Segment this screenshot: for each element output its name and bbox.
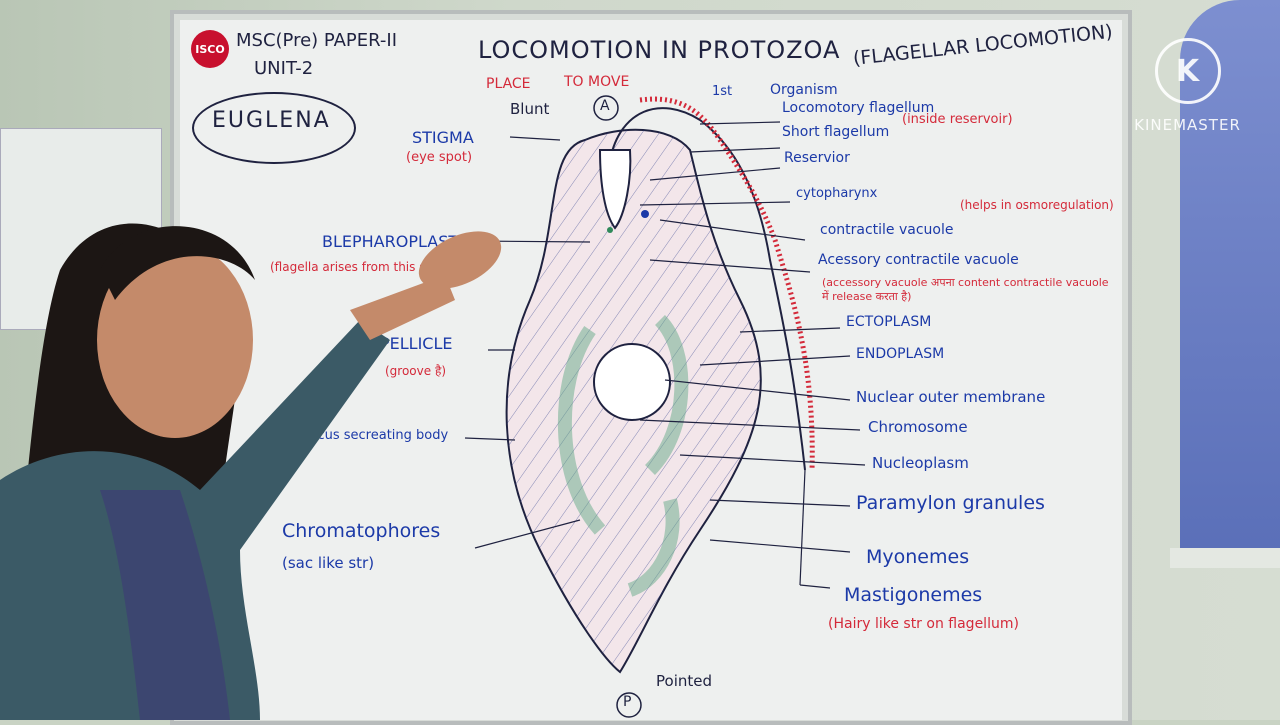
label-mastigonemes-note: (Hairy like str on flagellum) <box>828 616 1019 632</box>
label-endoplasm: ENDOPLASM <box>856 346 945 362</box>
note-place: PLACE <box>486 76 531 92</box>
paramylon-body <box>557 325 606 535</box>
unit-label: UNIT-2 <box>254 58 314 79</box>
label-locomotory-flagellum: Locomotory flagellum <box>782 100 935 116</box>
anterior-label: A <box>600 98 610 114</box>
reservoir <box>598 149 632 230</box>
label-nucleoplasm: Nucleoplasm <box>872 454 969 472</box>
topic-label: EUGLENA <box>212 108 331 133</box>
page-title: LOCOMOTION IN PROTOZOA <box>478 36 841 64</box>
label-cytopharynx: cytopharynx <box>796 186 878 201</box>
kinemaster-watermark: K KINEMASTER <box>1130 38 1245 134</box>
label-chromatophores-note: (sac like str) <box>282 554 375 572</box>
label-paramylon: Paramylon granules <box>856 492 1045 514</box>
label-myonemes: Myonemes <box>866 546 970 568</box>
isco-logo: ISCO <box>191 30 229 68</box>
label-pellicle-note: (groove है) <box>385 364 447 378</box>
label-reservoir: Reservior <box>784 150 850 166</box>
blunt-label: Blunt <box>510 100 550 118</box>
pointer-lines <box>464 121 866 589</box>
label-short-flagellum-note: (inside reservoir) <box>902 112 1013 127</box>
label-mucus-body: Mucus secreating body <box>298 428 449 443</box>
label-accessory-vacuole: Acessory contractile vacuole <box>818 252 1019 268</box>
anterior-marker <box>593 95 619 121</box>
label-stigma: STIGMA <box>412 128 474 147</box>
kinemaster-icon: K <box>1154 38 1221 104</box>
nucleus <box>593 343 671 421</box>
presenter <box>0 223 502 720</box>
topic-oval <box>192 92 356 164</box>
label-blepharoplast: BLEPHAROPLAST <box>322 232 459 251</box>
note-move: TO MOVE <box>564 74 630 90</box>
window-sill <box>1170 548 1280 568</box>
label-contractile-vacuole: contractile vacuole <box>820 222 954 238</box>
label-stigma-note: (eye spot) <box>406 150 473 165</box>
label-ectoplasm: ECTOPLASM <box>846 314 932 330</box>
label-mastigonemes: Mastigonemes <box>844 584 983 606</box>
label-nuclear-membrane: Nuclear outer membrane <box>856 388 1046 406</box>
label-chromosome: Chromosome <box>868 418 968 436</box>
kinemaster-text: KINEMASTER <box>1134 116 1241 134</box>
label-pellicle: PELLICLE <box>380 334 453 353</box>
pointed-label: Pointed <box>656 672 712 690</box>
posterior-marker <box>616 692 642 718</box>
label-chromatophores: Chromatophores <box>282 520 441 542</box>
note-organism: Organism <box>770 82 838 98</box>
label-blepharoplast-note: (flagella arises from this str) <box>270 260 440 274</box>
posterior-label: P <box>623 694 632 710</box>
label-accessory-vacuole-note: (accessory vacuole अपना content contract… <box>822 276 1109 303</box>
note-first: 1st <box>712 84 733 99</box>
course-label: MSC(Pre) PAPER-II <box>236 30 398 51</box>
label-short-flagellum: Short flagellum <box>782 124 890 140</box>
label-contractile-vacuole-note: (helps in osmoregulation) <box>960 198 1114 212</box>
